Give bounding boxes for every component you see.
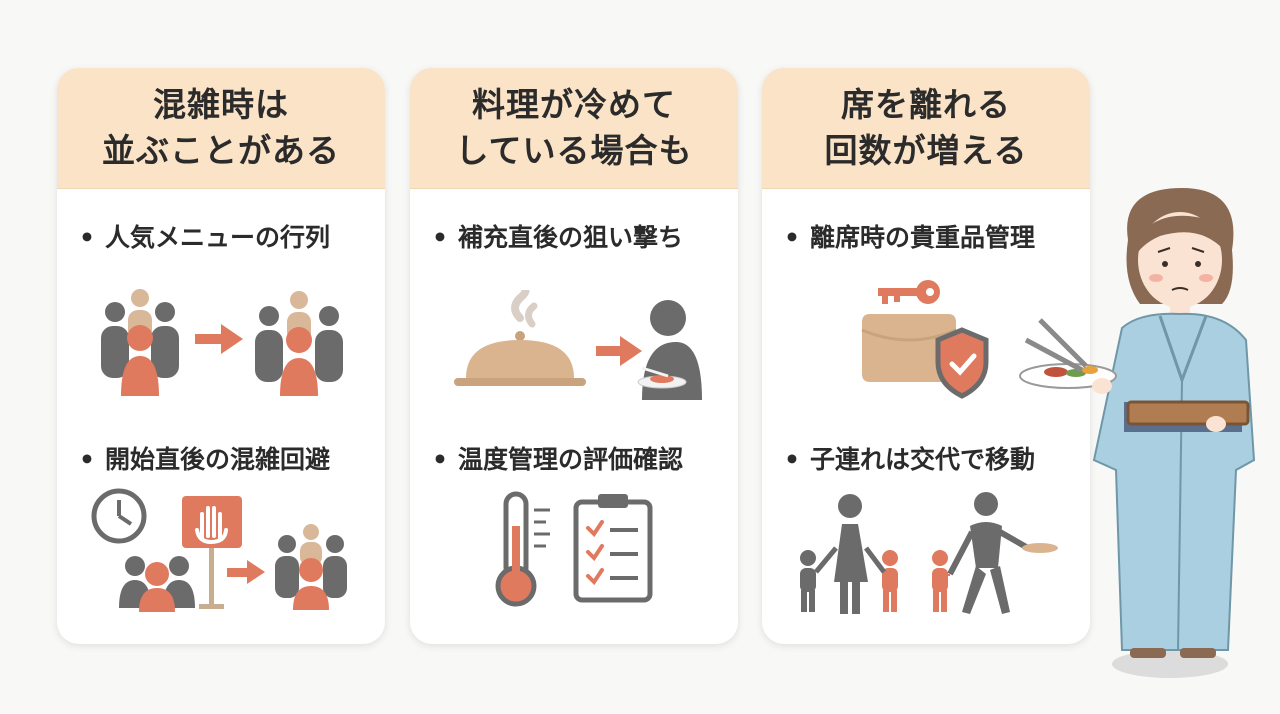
bullet-item: 子連れは交代で移動 [784,440,1035,476]
bullet-item: 人気メニューの行列 [79,218,330,254]
card-header: 席を離れる 回数が増える [762,68,1090,189]
card-crowding: 混雑時は 並ぶことがある 人気メニューの行列 開始直後の混雑回避 [57,68,385,644]
wallet-key-shield-icon [852,274,1002,404]
bullet-item: 離席時の貴重品管理 [784,218,1035,254]
clock-stop-hand-icon [87,486,357,616]
card-title-line: 席を離れる [841,85,1011,124]
card-title-line: 並ぶことがある [102,131,340,170]
card-header: 料理が冷めて している場合も [410,68,738,189]
card-title-line: 混雑時は [153,85,289,124]
cloche-dish-icon [450,290,710,400]
thermometer-checklist-icon [490,490,680,610]
card-title-line: 回数が増える [824,131,1028,170]
family-walking-icon [790,492,1060,622]
bullet-item: 温度管理の評価確認 [432,440,683,476]
woman-yukata-figure [1010,180,1272,690]
bullet-item: 補充直後の狙い撃ち [432,218,683,254]
card-cold-food: 料理が冷めて している場合も 補充直後の狙い撃ち 温度管理の評価確認 [410,68,738,644]
crowd-queue-icon [97,286,347,396]
bullet-item: 開始直後の混雑回避 [79,440,330,476]
card-title-line: している場合も [455,131,693,170]
card-title-line: 料理が冷めて [472,85,676,124]
card-header: 混雑時は 並ぶことがある [57,68,385,189]
card-leaving-seat: 席を離れる 回数が増える 離席時の貴重品管理 子連れは交代で移動 [762,68,1090,644]
